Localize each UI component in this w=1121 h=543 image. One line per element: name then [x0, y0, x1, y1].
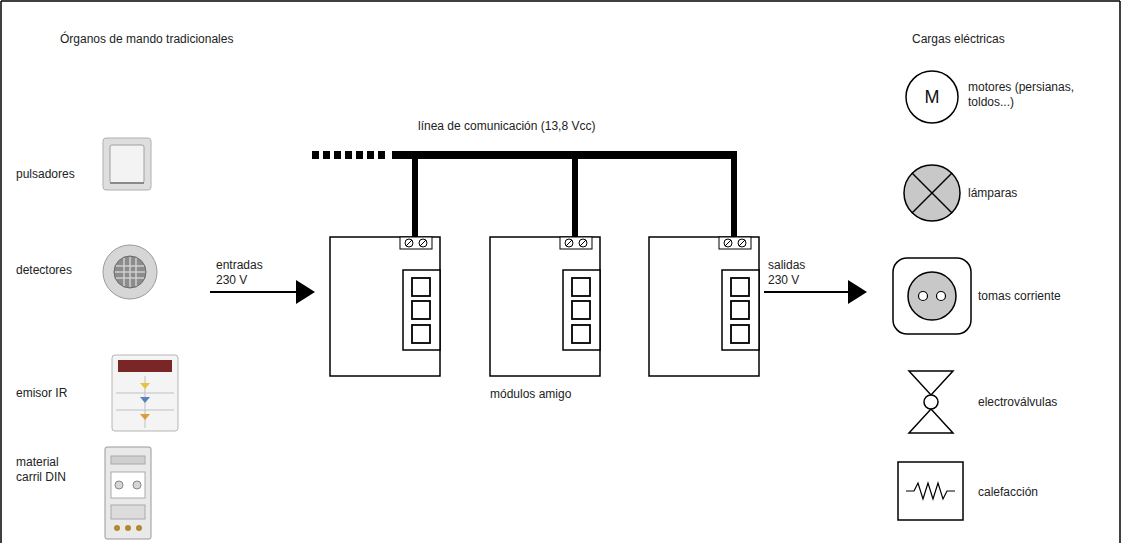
device-label: material carril DIN: [16, 455, 82, 485]
bus-line: [312, 151, 737, 238]
detector-icon: [103, 245, 157, 299]
motor-symbol: M: [905, 70, 959, 124]
valve-symbol: [909, 371, 953, 433]
signal-label: entradas 230 V: [216, 258, 274, 288]
din-rail-device-icon: [105, 447, 151, 539]
device-label: detectores: [16, 263, 72, 278]
bus-label: línea de comunicación (13,8 Vcc): [418, 119, 595, 134]
section-heading: Cargas eléctricas: [912, 32, 1005, 47]
module-label: módulos amigo: [490, 387, 571, 402]
device-label: emisor IR: [16, 386, 67, 401]
ir-transmitter-icon: [112, 355, 178, 431]
lamp-symbol: [904, 165, 960, 221]
socket-symbol: [893, 258, 971, 334]
heater-symbol: [898, 462, 963, 520]
load-label: tomas corriente: [978, 289, 1061, 304]
load-label: electroválvulas: [978, 395, 1057, 410]
load-label: lámparas: [968, 186, 1017, 201]
signal-label: salidas 230 V: [768, 258, 826, 288]
section-heading: Órganos de mando tradicionales: [60, 32, 233, 47]
device-label: pulsadores: [16, 167, 75, 182]
load-label: motores (persianas, toldos...): [968, 80, 1108, 110]
load-label: calefacción: [978, 485, 1038, 500]
symbol-letter: M: [925, 87, 940, 108]
amigo-modules: [330, 237, 759, 376]
pushbutton-icon: [103, 138, 151, 190]
